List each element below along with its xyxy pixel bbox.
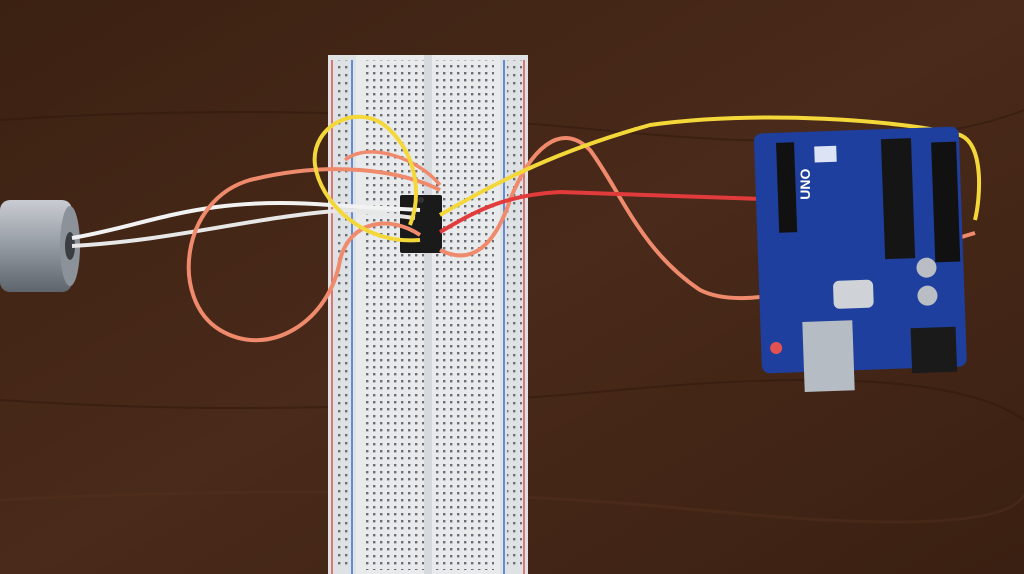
yellow-wire [438, 115, 982, 221]
salmon-wire [343, 150, 442, 187]
ic-chip [400, 195, 442, 253]
white-wire [71, 201, 421, 240]
dc-motor [0, 200, 80, 292]
arduino-uno-board: UNO [753, 126, 967, 393]
breadboard [328, 55, 528, 574]
salmon-wire [186, 167, 441, 343]
white-wire [71, 207, 416, 248]
yellow-wire [312, 114, 421, 243]
board-label: UNO [797, 168, 813, 199]
red-wire [439, 189, 791, 234]
